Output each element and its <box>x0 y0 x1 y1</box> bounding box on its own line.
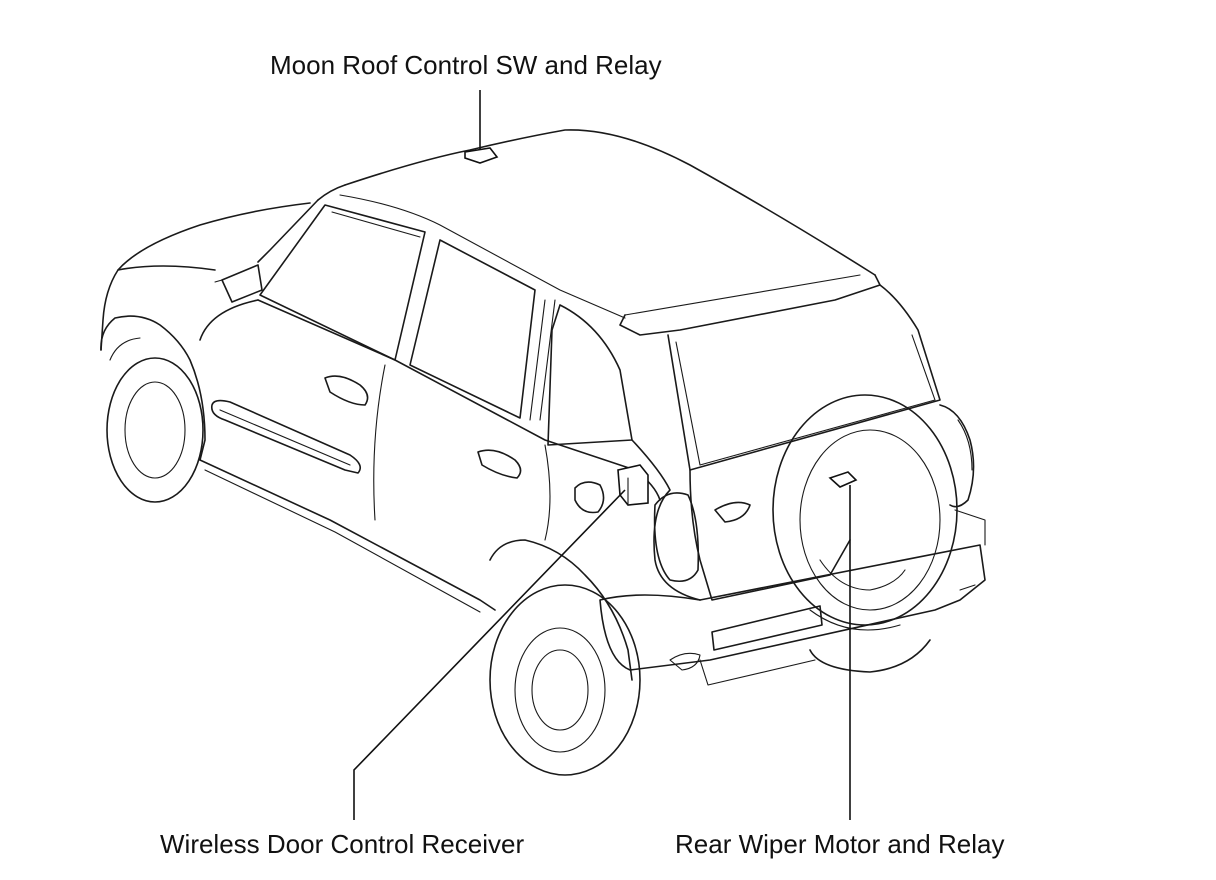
vehicle-body <box>100 129 986 776</box>
wireless-receiver-label: Wireless Door Control Receiver <box>160 829 525 859</box>
rear-wiper-label: Rear Wiper Motor and Relay <box>675 829 1005 859</box>
rear-wiper-component <box>828 471 858 820</box>
moon-roof-label: Moon Roof Control SW and Relay <box>270 50 662 80</box>
moon-roof-component <box>464 90 499 164</box>
wireless-receiver-component <box>353 464 649 820</box>
